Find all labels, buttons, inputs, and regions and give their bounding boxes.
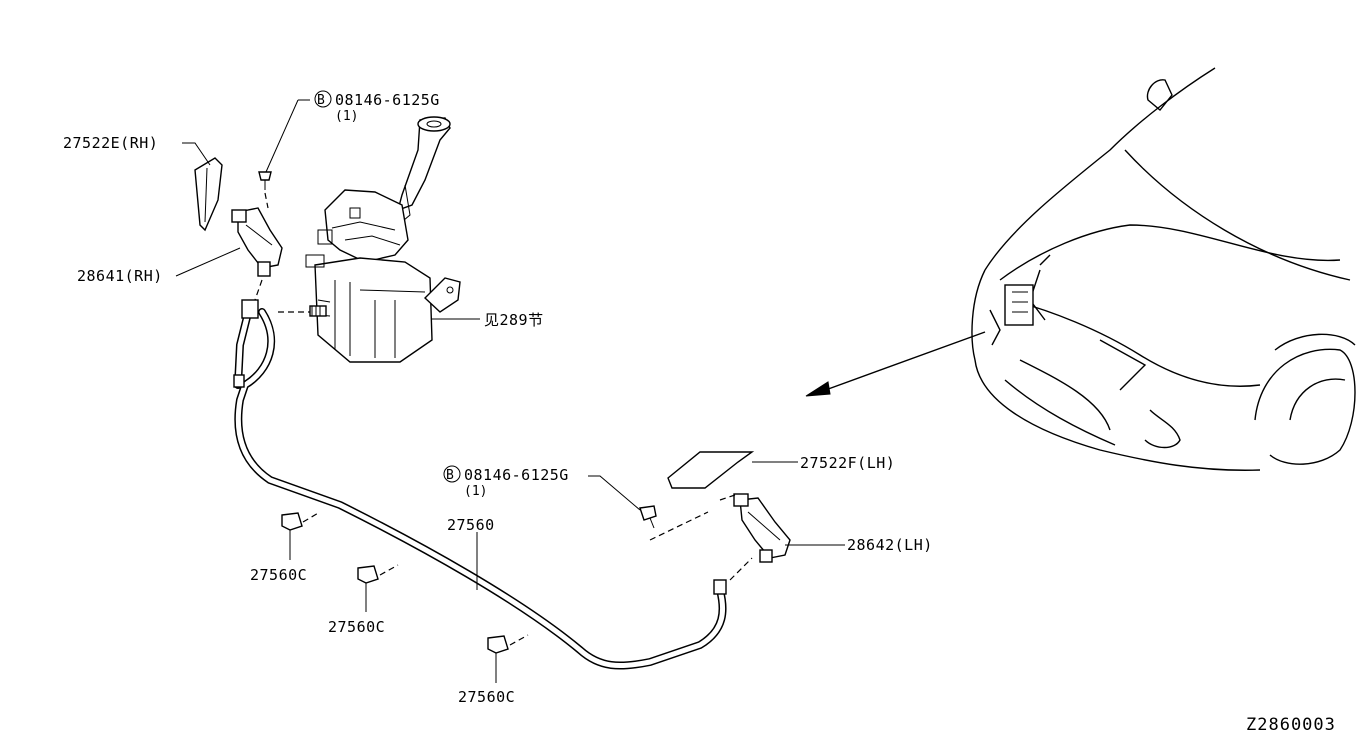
- bolt-bottom-quantity: (1): [464, 484, 487, 499]
- clip-1-label: 27560C: [250, 566, 307, 584]
- bolt-top-callout: B 08146-6125G (1): [314, 90, 440, 124]
- nozzle-lh-label: 28642(LH): [847, 536, 933, 554]
- nozzle-rh-label: 28641(RH): [77, 267, 163, 285]
- bolt-top-part-number: 08146-6125G: [335, 91, 440, 109]
- bolt-bottom-part-number: 08146-6125G: [464, 466, 569, 484]
- tank-connector: [309, 305, 327, 317]
- bolt-top-symbol: B: [317, 93, 325, 108]
- clip-2: [357, 565, 379, 612]
- location-arrow: [805, 331, 986, 397]
- nozzle-lh: [639, 451, 791, 563]
- cover-rh-label: 27522E(RH): [63, 134, 158, 152]
- hose-label: 27560: [447, 516, 495, 534]
- vehicle-outline: [971, 67, 1356, 471]
- clip-3-label: 27560C: [458, 688, 515, 706]
- clip-1: [281, 512, 303, 560]
- tank-reference-label: 见289节: [484, 311, 544, 329]
- drawing-code: Z2860003: [1246, 715, 1336, 735]
- washer-hose: [233, 299, 727, 670]
- cover-lh-label: 27522F(LH): [800, 454, 895, 472]
- bolt-bottom-symbol: B: [446, 468, 454, 483]
- nozzle-rh: [194, 157, 283, 277]
- clip-2-label: 27560C: [328, 618, 385, 636]
- clip-3: [487, 635, 509, 683]
- bolt-bottom-callout: B 08146-6125G (1): [443, 465, 569, 499]
- washer-tank: [305, 116, 461, 363]
- bolt-top-quantity: (1): [335, 109, 358, 124]
